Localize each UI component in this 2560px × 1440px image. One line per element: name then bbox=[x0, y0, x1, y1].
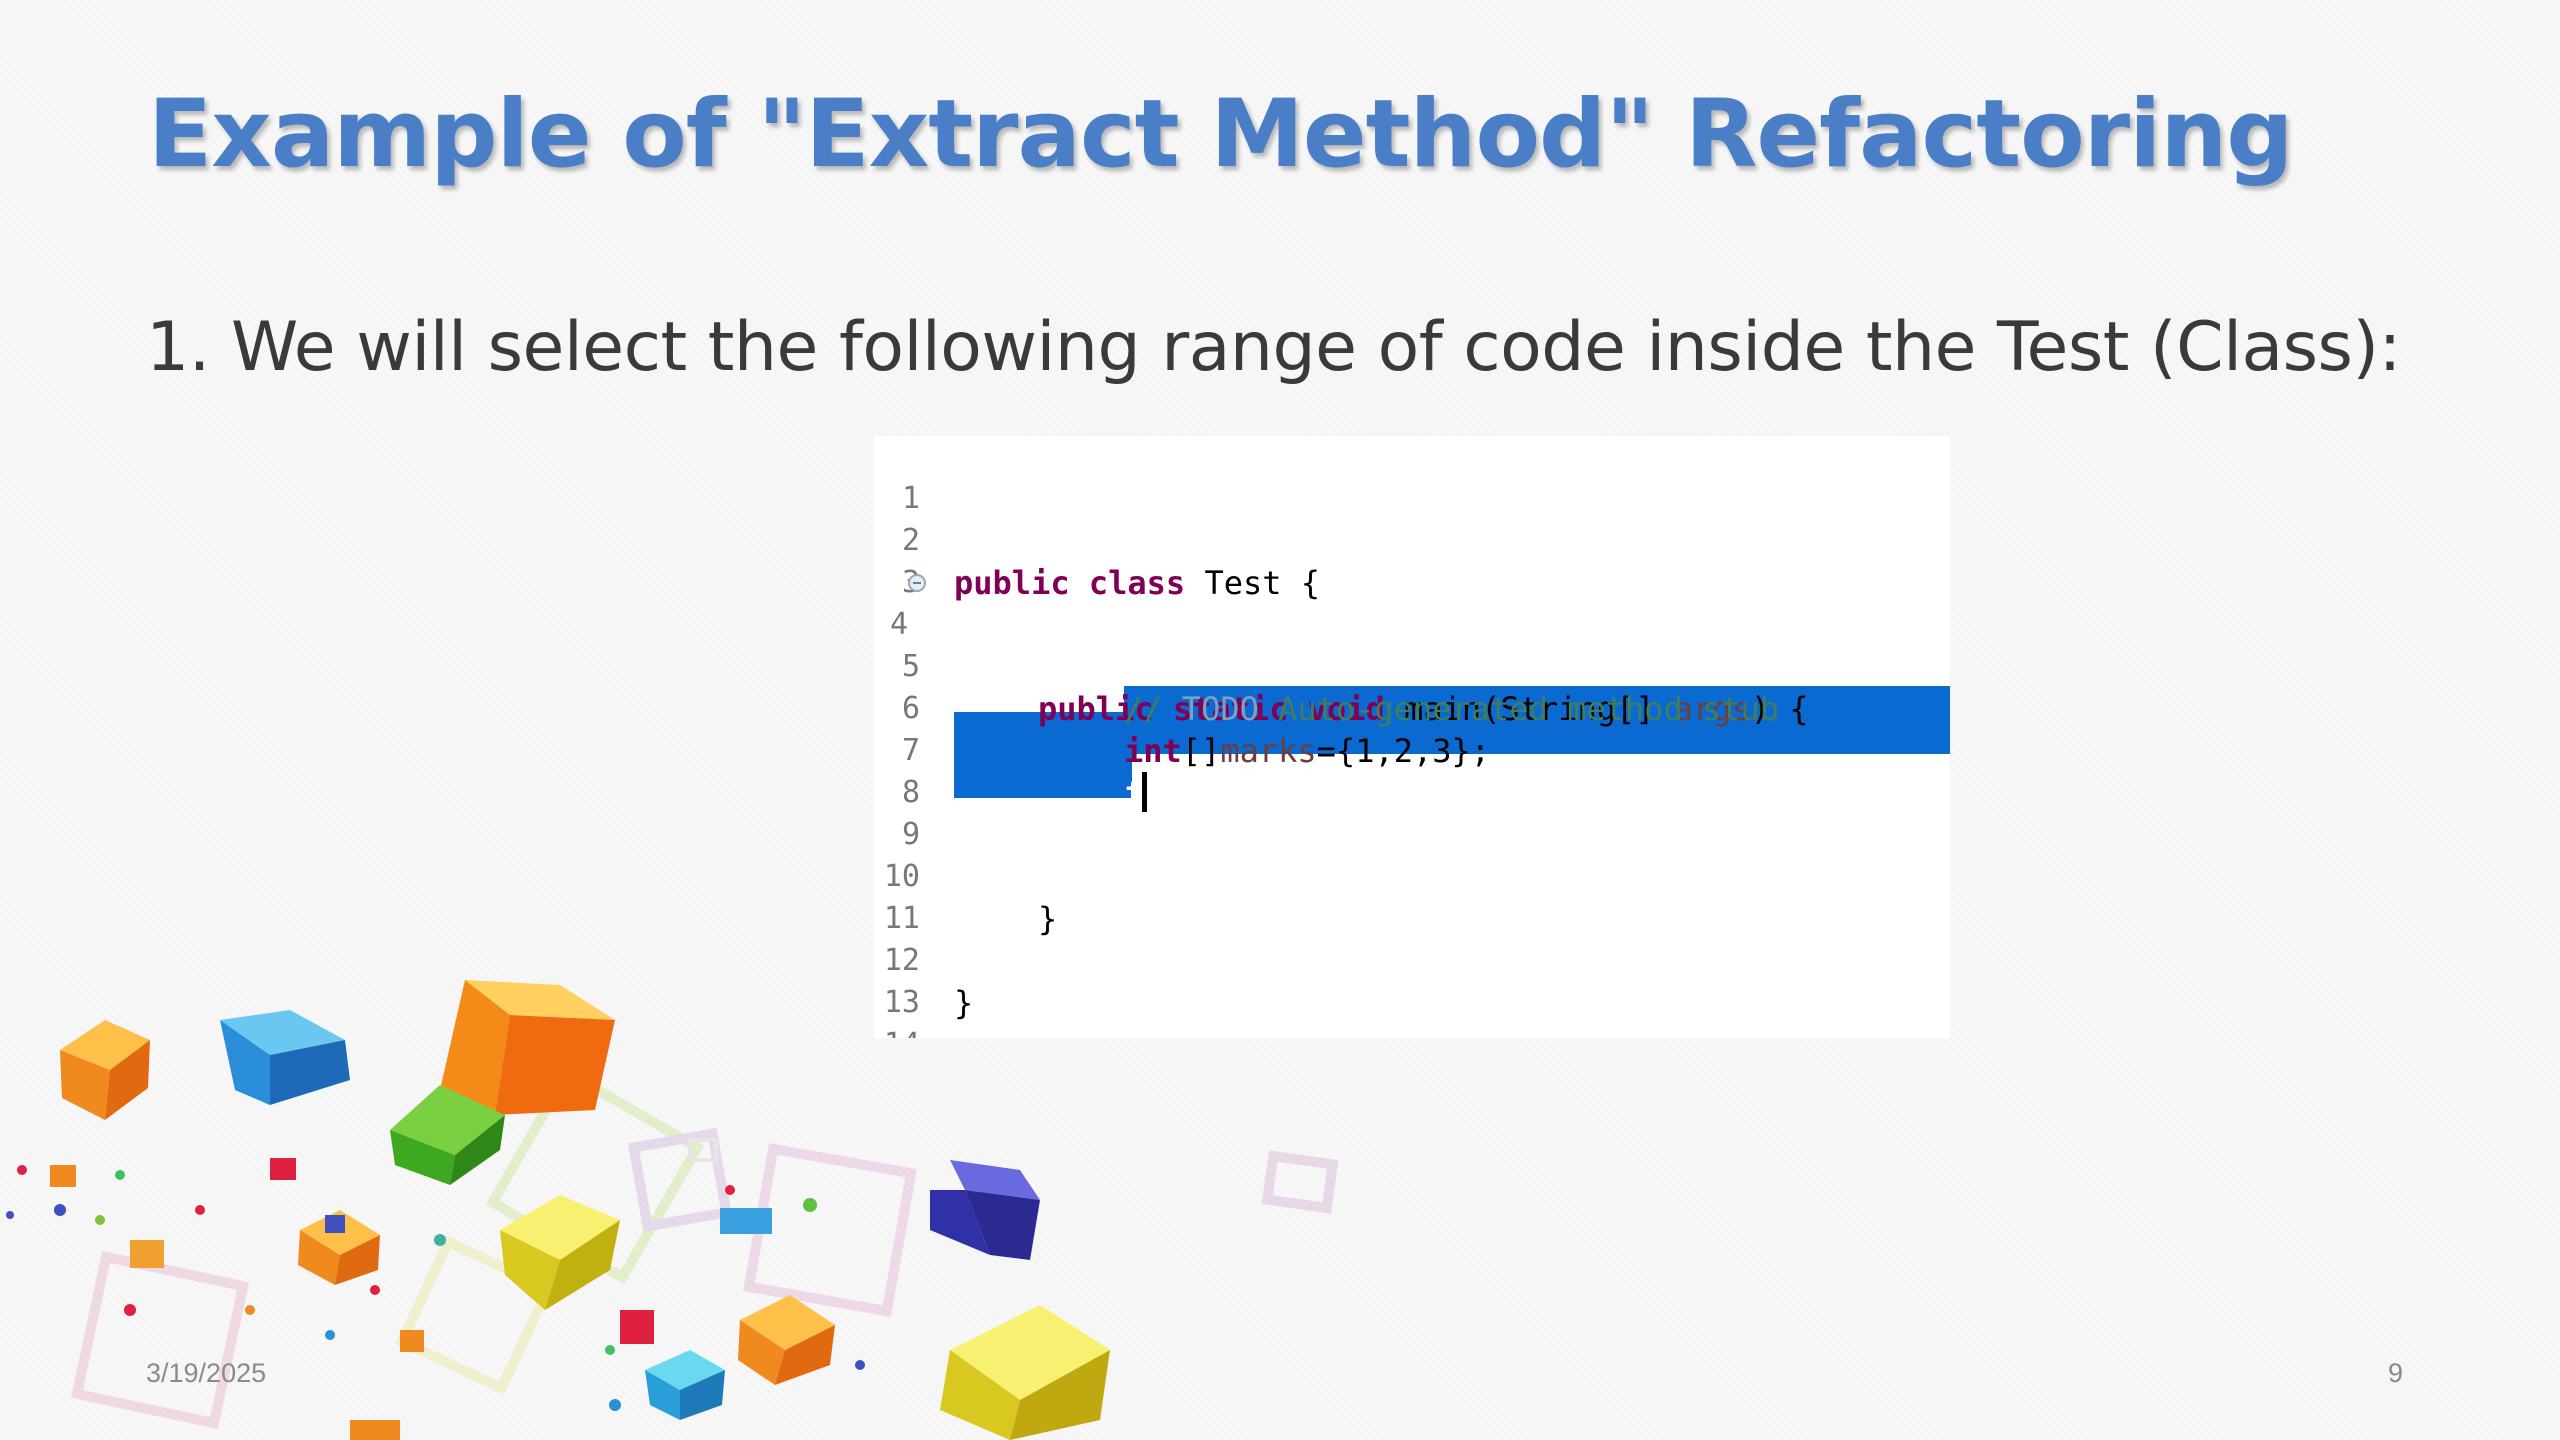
slide-body-text: 1. We will select the following range of… bbox=[146, 308, 2401, 387]
code-text: int[]marks={1,2,3}; bbox=[1124, 730, 1490, 772]
code-line-6: 6 int[]marks={1,2,3}; bbox=[874, 646, 1950, 770]
line-number: 14 bbox=[874, 1024, 920, 1038]
keyword: void bbox=[1307, 690, 1385, 728]
code-line-11: 11 bbox=[874, 856, 1950, 936]
parameter: args bbox=[1673, 690, 1751, 728]
text-cursor bbox=[1142, 772, 1147, 812]
code-token: } bbox=[954, 984, 974, 1022]
code-line-13: 13 bbox=[874, 940, 1950, 1020]
selection-highlight-line-9 bbox=[954, 754, 1132, 798]
selection-highlight-line-8 bbox=[954, 712, 1950, 754]
keyword: class bbox=[1088, 564, 1186, 602]
slide-title: Example of "Extract Method" Refactoring bbox=[148, 80, 2294, 189]
code-line-5: 5 // TODO Auto-generated method stub bbox=[874, 604, 1950, 728]
code-line-9: 9 } bbox=[874, 772, 1950, 896]
code-text-selected: for(int mark1 : marks) { bbox=[1124, 772, 1586, 814]
code-text: } bbox=[1038, 898, 1057, 940]
code-token: ={1,2,3}; bbox=[1316, 732, 1491, 770]
line-number: 2 bbox=[901, 523, 920, 558]
code-text-selected: } bbox=[1124, 856, 1143, 898]
cube-orange-small bbox=[60, 1020, 150, 1120]
code-token: .println(mark1); bbox=[1400, 816, 1709, 854]
line-number: 8 bbox=[901, 775, 920, 810]
keyword: public bbox=[954, 564, 1070, 602]
code-line-8: 8 System.out.println(mark1); bbox=[874, 730, 1950, 854]
code-line-3: 3 bbox=[874, 520, 1950, 600]
code-text: // TODO Auto-generated method stub bbox=[1124, 688, 1779, 730]
cube-orange-bottom bbox=[738, 1295, 835, 1385]
line-number: 6 bbox=[901, 691, 920, 726]
code-line-1: 1 bbox=[874, 436, 1950, 516]
todo-tag: TODO bbox=[1181, 690, 1259, 728]
code-text-selected: System.out.println(mark1); bbox=[1208, 814, 1709, 856]
line-number: 4 bbox=[889, 607, 908, 642]
line-number: 9 bbox=[901, 817, 920, 852]
confetti-bits bbox=[6, 1158, 865, 1440]
cube-green bbox=[390, 1085, 505, 1185]
static-field: out bbox=[1342, 816, 1401, 854]
cube-cyan bbox=[645, 1350, 725, 1420]
code-line-12: 12 } bbox=[874, 898, 1950, 1022]
line-number: 10 bbox=[883, 859, 920, 894]
cube-navy bbox=[930, 1160, 1040, 1260]
code-editor-screenshot: 1 2 public class Test { 3 4 public stati… bbox=[874, 436, 1950, 1038]
keyword: for bbox=[1124, 774, 1182, 812]
code-token: System. bbox=[1208, 816, 1343, 854]
code-token: Test { bbox=[1185, 564, 1321, 602]
cube-yellow bbox=[500, 1195, 620, 1310]
code-line-4: 4 public static void main(String[] args)… bbox=[874, 562, 1950, 728]
code-text: public static void main(String[] args) { bbox=[1038, 688, 1809, 730]
code-text: } bbox=[954, 982, 973, 1024]
comment: // bbox=[1124, 690, 1182, 728]
line-number: 12 bbox=[883, 943, 920, 978]
line-number: 5 bbox=[901, 649, 920, 684]
cube-orange-large bbox=[440, 980, 615, 1115]
line-number: 7 bbox=[901, 733, 920, 768]
code-token: [] bbox=[1181, 732, 1221, 770]
code-token: main(String[] bbox=[1384, 690, 1674, 728]
cube-yellow-large bbox=[940, 1305, 1110, 1440]
code-token: ( bbox=[1181, 774, 1202, 812]
keyword: public bbox=[1038, 690, 1154, 728]
code-line-7: 7 for(int mark1 : marks) { bbox=[874, 688, 1950, 812]
code-token: ) { bbox=[1750, 690, 1809, 728]
selection-highlight-line-7 bbox=[1124, 686, 1950, 714]
code-line-10: 10 } bbox=[874, 814, 1950, 938]
variable: marks bbox=[1220, 732, 1317, 770]
code-token: } bbox=[1124, 858, 1144, 896]
decorative-cubes bbox=[6, 980, 1339, 1440]
collapse-circle-icon[interactable] bbox=[908, 574, 926, 592]
code-token: mark1 : marks) { bbox=[1258, 774, 1587, 812]
line-number: 13 bbox=[883, 985, 920, 1020]
keyword: int bbox=[1124, 732, 1182, 770]
line-number: 11 bbox=[883, 901, 920, 936]
comment: Auto-generated method stub bbox=[1258, 690, 1780, 728]
cube-blue bbox=[220, 1010, 350, 1105]
code-token: } bbox=[1038, 900, 1058, 938]
code-text: public class Test { bbox=[954, 562, 1320, 604]
keyword: static bbox=[1172, 690, 1289, 728]
line-number-gutter bbox=[874, 436, 944, 1038]
line-number: 1 bbox=[901, 481, 920, 516]
code-line-2: 2 public class Test { bbox=[874, 478, 1950, 602]
code-line-14: 14 bbox=[874, 982, 1950, 1038]
footer-page-number: 9 bbox=[2388, 1358, 2404, 1388]
footer-date: 3/19/2025 bbox=[146, 1358, 267, 1388]
keyword: int bbox=[1201, 774, 1259, 812]
